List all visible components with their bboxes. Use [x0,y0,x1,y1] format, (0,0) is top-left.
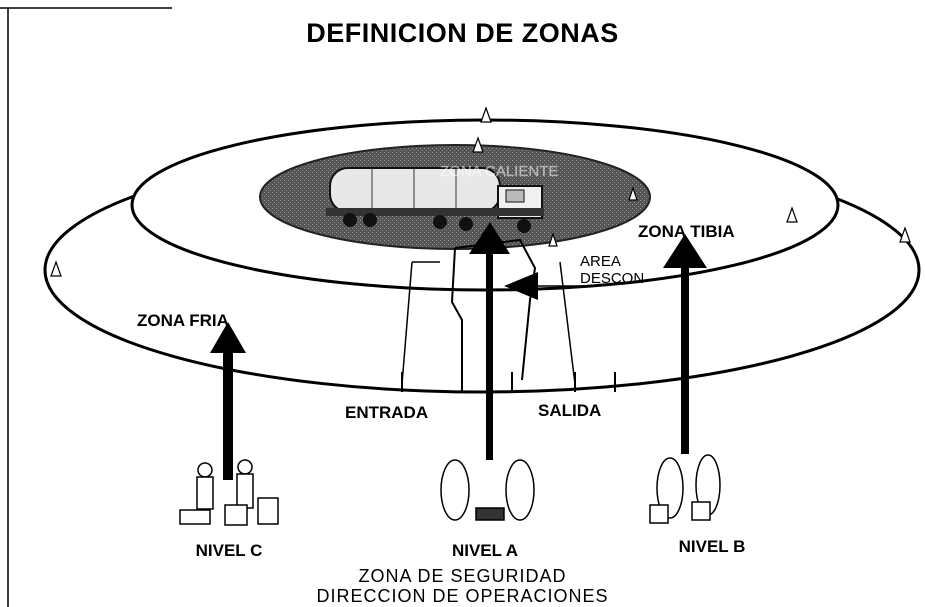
nivel-c-label: NIVEL C [196,541,263,560]
cold-zone-label: ZONA FRIA [137,311,229,330]
arrow-decon-pointer [504,272,580,300]
exit-label: SALIDA [538,401,601,420]
cone-markers [50,106,911,277]
nivel-b-personnel-icon [649,454,721,524]
decon-corridor [401,238,576,385]
decon-area-label-2: DESCON [580,270,644,287]
arrow-nivel-a [469,222,510,460]
tanker-truck-icon [326,167,544,233]
nivel-a-personnel-icon [440,459,535,521]
arrow-nivel-c [210,322,246,480]
footer-line-2: DIRECCION DE OPERACIONES [316,586,609,606]
nivel-b-label: NIVEL B [679,537,746,556]
page-title: DEFINICION DE ZONAS [306,18,619,48]
corridor-stakes [401,372,616,392]
warm-zone-label: ZONA TIBIA [638,222,735,241]
nivel-a-label: NIVEL A [452,541,518,560]
hot-zone-label: ZONA CALIENTE [440,163,558,180]
entry-label: ENTRADA [345,403,428,422]
arrow-nivel-b [663,234,707,454]
footer-line-1: ZONA DE SEGURIDAD [358,566,567,586]
decon-area-label-1: AREA [580,253,621,270]
nivel-c-personnel-icon [179,459,279,526]
